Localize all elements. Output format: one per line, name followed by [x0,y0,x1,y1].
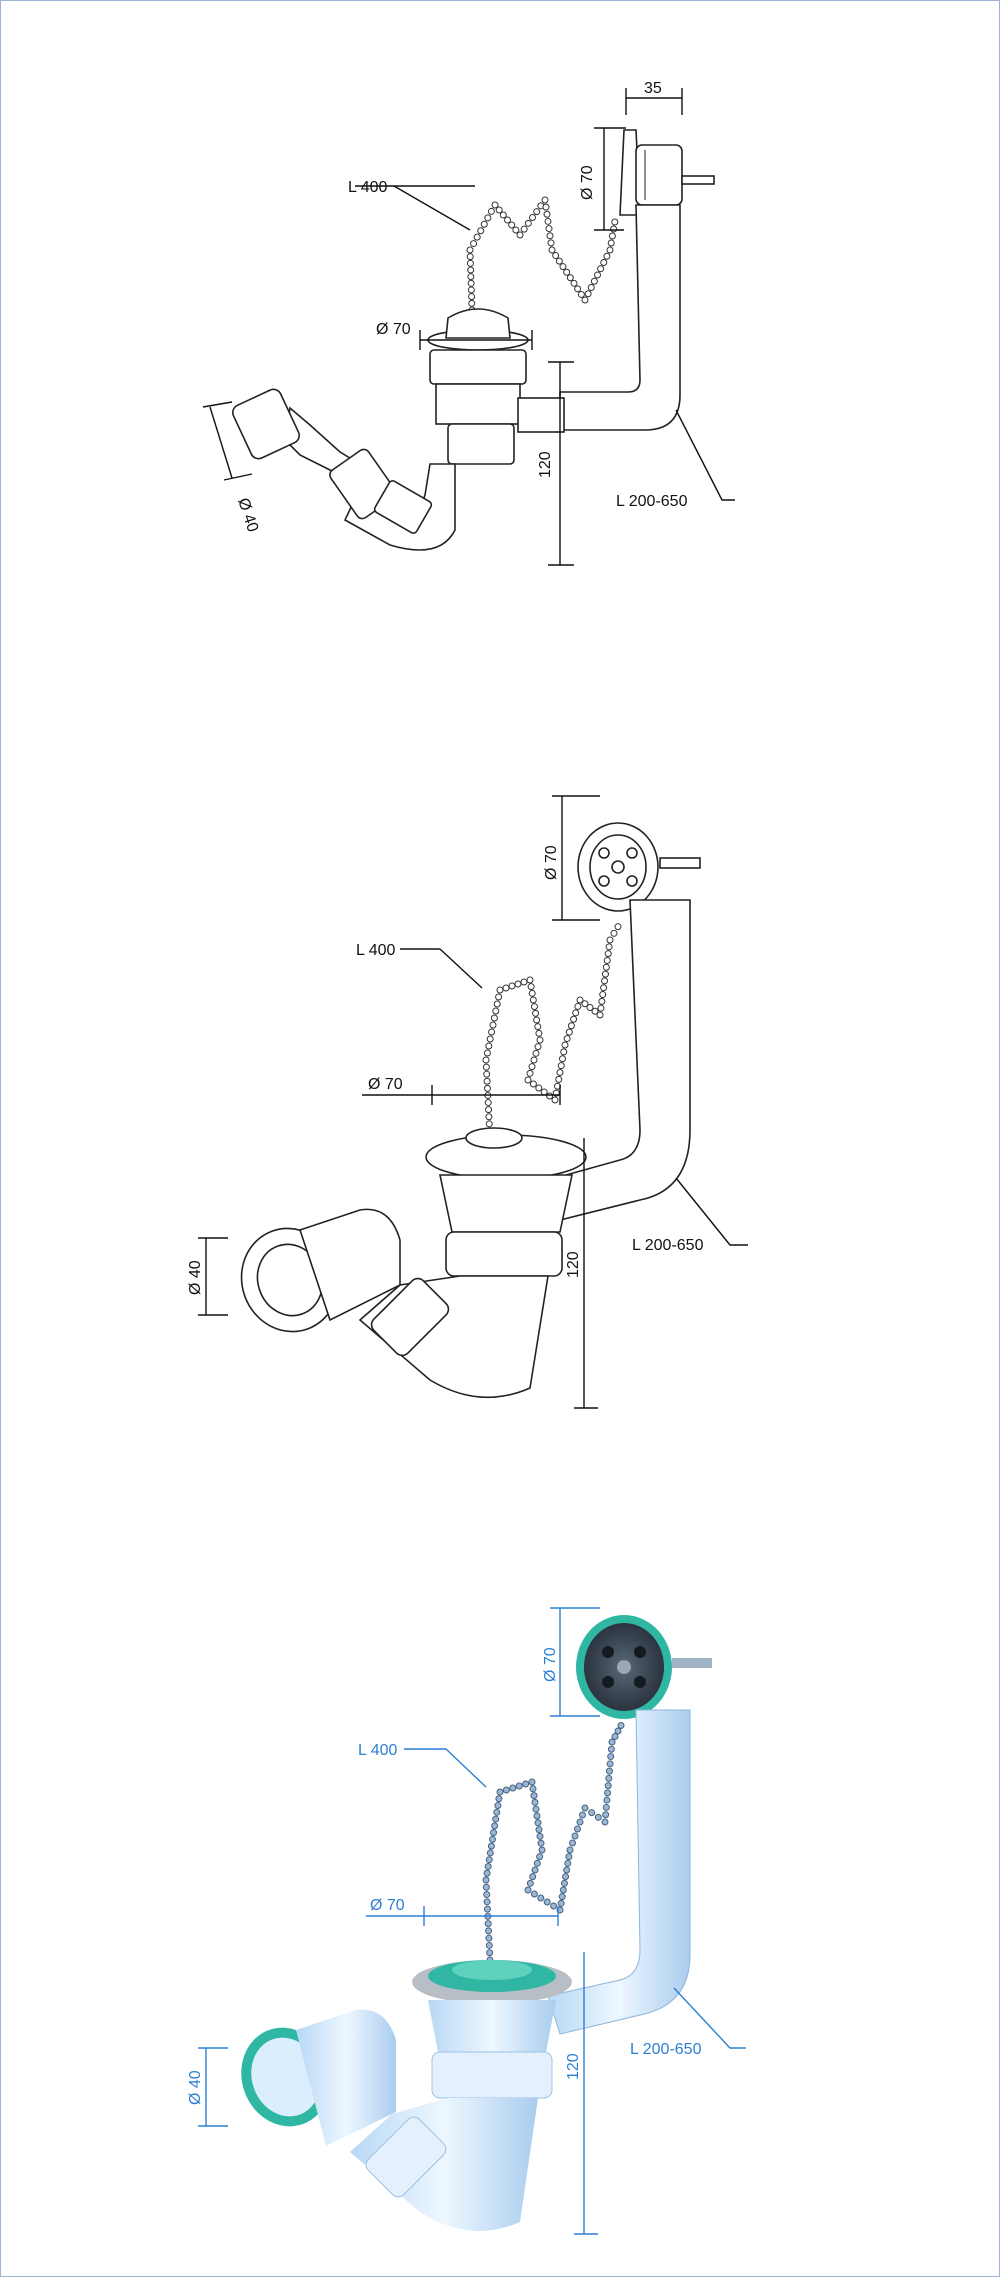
dim-label-chain: L 400 [348,179,388,196]
dimensions: 35 Ø 70 L 400 Ø 70 Ø 40 120 L 200-650 [202,80,735,566]
overflow-grate [577,822,701,912]
dim-label-hose: L 200-650 [632,1237,704,1254]
dim-label-grate: Ø 70 [579,165,596,200]
plug-chain [482,1722,625,1964]
dim-label-plug: Ø 70 [368,1076,403,1093]
siphon-body [241,1960,572,2231]
siphon-line-drawing-2: Ø 70 L 400 Ø 70 Ø 40 120 L 200-650 [187,795,748,1409]
dim-label-height: 120 [565,2053,582,2080]
dim-label-top: 35 [644,80,662,97]
dimensions: Ø 70 L 400 Ø 70 Ø 40 120 L 200-650 [187,795,748,1409]
dim-label-hose: L 200-650 [630,2041,702,2058]
dim-label-height: 120 [537,451,554,478]
overflow-grate [576,1615,712,1719]
dim-label-outlet: Ø 40 [234,496,261,534]
plug-chain [482,923,622,1142]
overflow-grate [619,129,715,216]
dim-label-chain: L 400 [356,942,396,959]
overflow-hose [547,1709,691,2035]
dim-label-grate: Ø 70 [542,1647,559,1682]
overflow-hose [559,204,681,431]
dim-label-outlet: Ø 40 [187,2070,204,2105]
siphon-line-drawing-1: 35 Ø 70 L 400 Ø 70 Ø 40 120 L 200-650 [202,80,735,566]
siphon-color-render: Ø 70 L 400 Ø 70 Ø 40 120 L 200-650 [187,1607,746,2235]
dim-label-plug: Ø 70 [370,1897,405,1914]
render-view: Ø 70 L 400 Ø 70 Ø 40 120 L 200-650 [0,1560,1000,2277]
dim-label-plug: Ø 70 [376,321,411,338]
dim-label-hose: L 200-650 [616,493,688,510]
drawing-side-view: 35 Ø 70 L 400 Ø 70 Ø 40 120 L 200-650 [0,0,1000,700]
dim-label-grate: Ø 70 [543,845,560,880]
plug-chain [466,196,619,314]
siphon-body [232,308,565,551]
dim-label-outlet: Ø 40 [187,1260,204,1295]
dim-label-chain: L 400 [358,1742,398,1759]
siphon-body [240,1127,587,1399]
drawing-perspective-view: Ø 70 L 400 Ø 70 Ø 40 120 L 200-650 [0,740,1000,1480]
dimensions: Ø 70 L 400 Ø 70 Ø 40 120 L 200-650 [187,1607,746,2235]
dim-label-height: 120 [565,1251,582,1278]
overflow-hose [546,899,691,1221]
